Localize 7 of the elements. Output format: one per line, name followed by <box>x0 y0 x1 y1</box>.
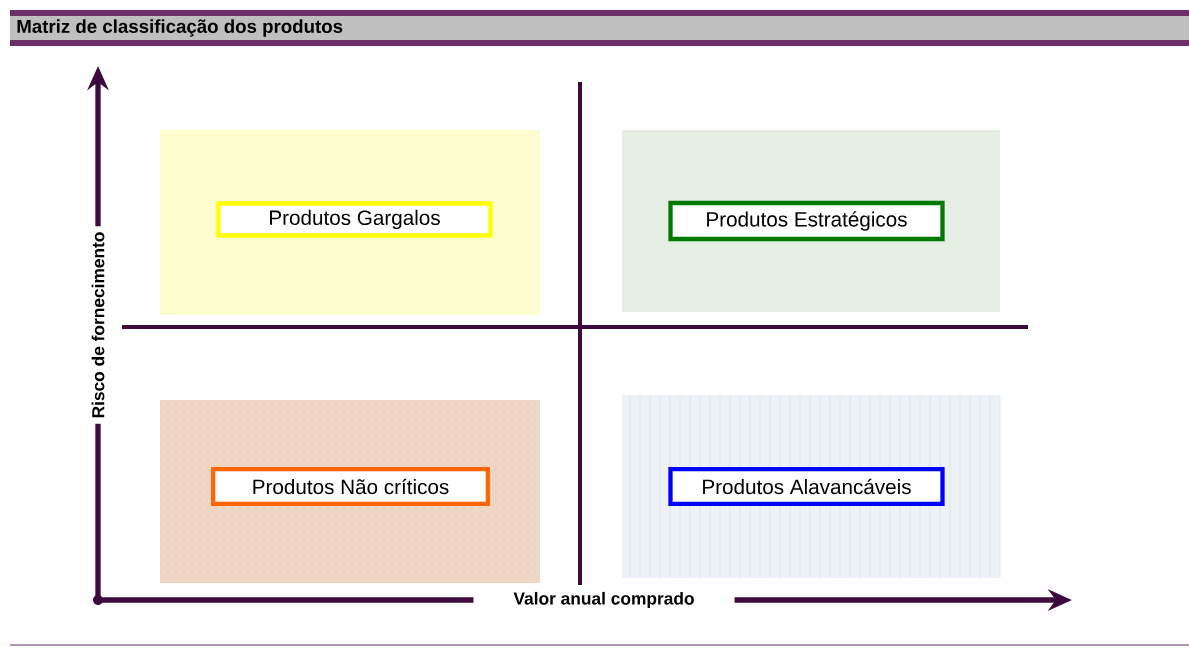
category-box: Produtos Alavancáveis <box>668 467 945 506</box>
category-box: Produtos Não críticos <box>211 467 490 506</box>
axis-label: Risco de fornecimento <box>86 226 110 424</box>
axis-label: Valor anual comprado <box>473 586 735 614</box>
category-box: Produtos Gargalos <box>216 201 493 238</box>
title-bar: Matriz de classificação dos produtos <box>10 10 1189 46</box>
category-box: Produtos Estratégicos <box>668 200 945 242</box>
